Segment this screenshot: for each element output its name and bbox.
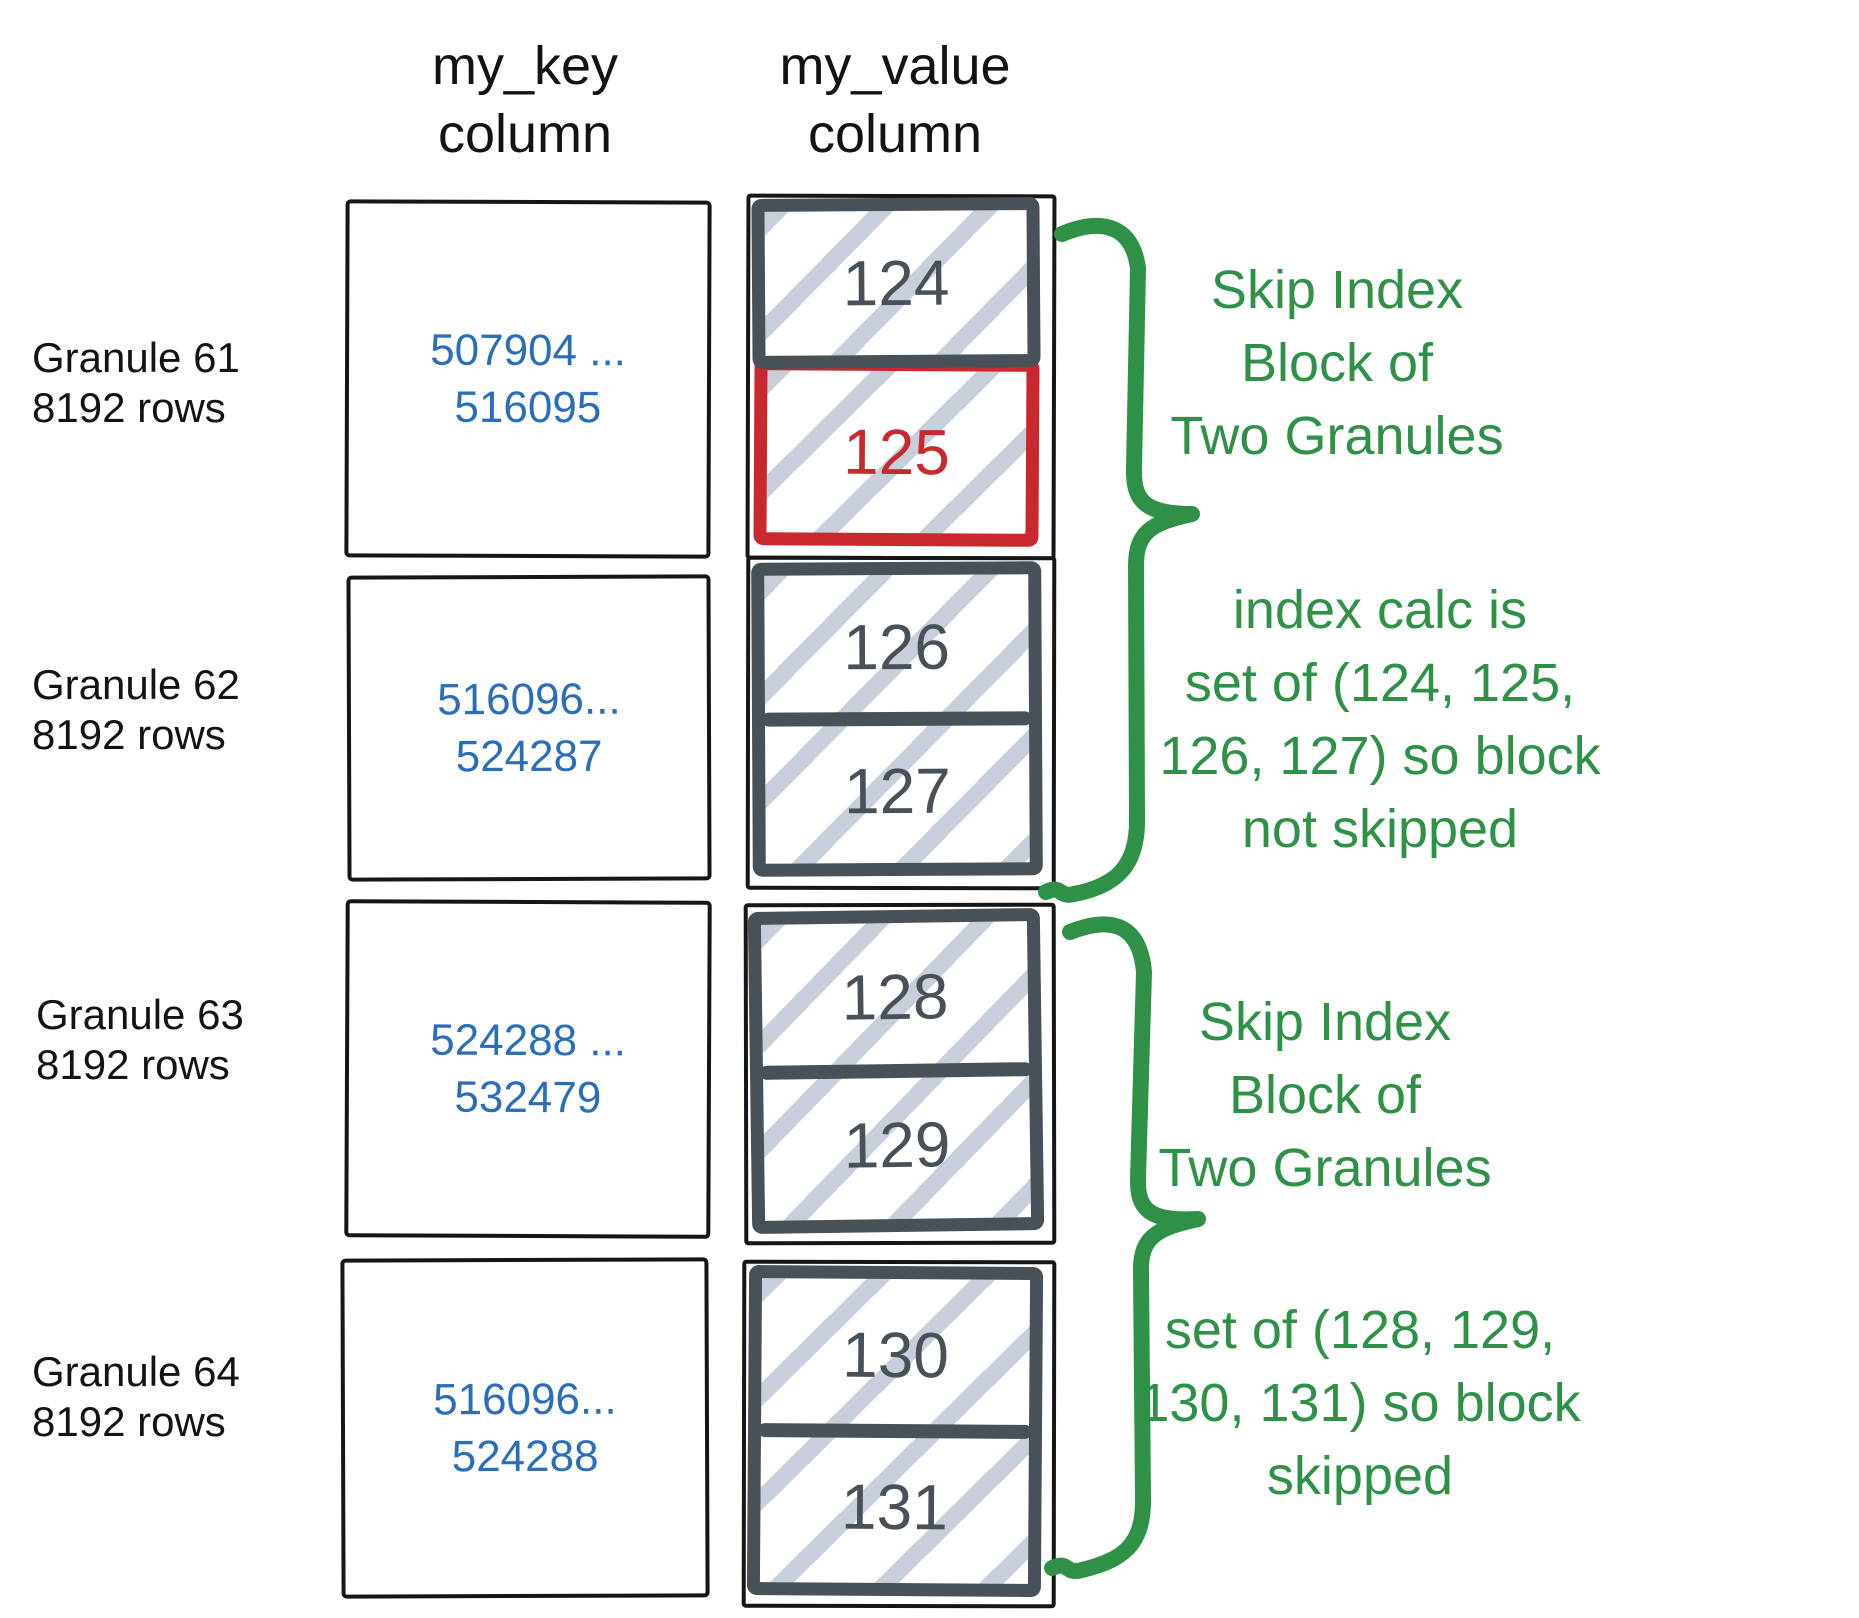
annotation-line: 130, 131) so block [1139,1373,1581,1433]
annotation-line: Skip Index [1198,992,1452,1052]
granule-63-key-box: 524288 ... 532479 [344,899,712,1239]
granule-63-name: Granule 63 [36,991,244,1038]
granule-64-label: Granule 64 8192 rows [32,1347,292,1447]
annotation-line: set of (128, 129, [1164,1300,1556,1360]
granule-61-key-min: 507904 ... [430,325,627,376]
annotation-line: skipped [1266,1446,1454,1506]
granule-63-key-max: 532479 [454,1072,602,1123]
granule-63-key-min: 524288 ... [430,1015,627,1066]
value-block-130-131: 130 131 [746,1264,1044,1598]
granule-62-key-min: 516096... [437,674,621,725]
value-127: 127 [843,754,951,828]
granule-64-key-min: 516096... [433,1374,617,1425]
granule-63-rows: 8192 rows [36,1041,230,1088]
granule-64-name: Granule 64 [32,1348,240,1395]
value-block-126-127: 126 127 [751,561,1043,877]
granule-61-name: Granule 61 [32,334,240,381]
granule-62-key-box: 516096... 524287 [346,574,712,882]
granule-61-rows: 8192 rows [32,384,226,431]
granule-64-rows: 8192 rows [32,1398,226,1445]
value-block-125-highlighted: 125 [753,357,1040,547]
key-column-header-line1: my_key [431,36,619,96]
value-126: 126 [843,610,951,684]
granule-62-label: Granule 62 8192 rows [32,660,292,760]
annotation-line: Block of [1228,1065,1422,1125]
value-124: 124 [842,246,950,320]
value-130: 130 [841,1318,950,1392]
annotation-line: not skipped [1241,799,1519,859]
annotation-line: Two Granules [1158,1138,1492,1198]
annotation-line: 126, 127) so block [1159,726,1601,786]
granule-61-key-range: 507904 ... 516095 [348,203,707,554]
granule-63-label: Granule 63 8192 rows [36,990,296,1090]
granule-64-key-box: 516096... 524288 [340,1257,710,1599]
granule-64-key-max: 524288 [451,1431,599,1482]
granule-63-key-range: 524288 ... 532479 [348,903,707,1235]
value-129: 129 [843,1108,951,1182]
value-column-header-line2: column [807,104,983,164]
granule-61-key-box: 507904 ... 516095 [344,199,712,559]
value-125: 125 [842,415,951,489]
annotation-line: set of (124, 125, [1184,653,1576,713]
granule-61-label: Granule 61 8192 rows [32,333,292,433]
annotation-line: Skip Index [1210,260,1464,320]
granule-61-key-max: 516095 [454,382,602,433]
granule-62-key-max: 524287 [455,731,603,782]
annotation-line: index calc is [1232,580,1528,640]
annotation-skip-block-2: Skip Index Block of Two Granules [1085,986,1565,1205]
key-column-header: my_key column [345,32,705,168]
key-column-header-line2: column [437,104,613,164]
granule-62-name: Granule 62 [32,661,240,708]
annotation-index-calc: index calc is set of (124, 125, 126, 127… [1140,574,1620,866]
granule-64-key-range: 516096... 524288 [344,1261,705,1594]
value-block-128-129: 128 129 [747,907,1045,1235]
granule-62-key-range: 516096... 524287 [350,578,707,877]
annotation-skip-block-1: Skip Index Block of Two Granules [1097,254,1577,473]
value-column-header-line1: my_value [779,36,1011,96]
value-column-header: my_value column [750,32,1040,168]
annotation-block-skipped: set of (128, 129, 130, 131) so block ski… [1120,1294,1600,1513]
granule-62-rows: 8192 rows [32,711,226,758]
annotation-line: Two Granules [1170,406,1504,466]
value-128: 128 [841,960,949,1034]
value-block-124: 124 [751,196,1041,370]
value-131: 131 [840,1470,949,1544]
annotation-line: Block of [1240,333,1434,393]
